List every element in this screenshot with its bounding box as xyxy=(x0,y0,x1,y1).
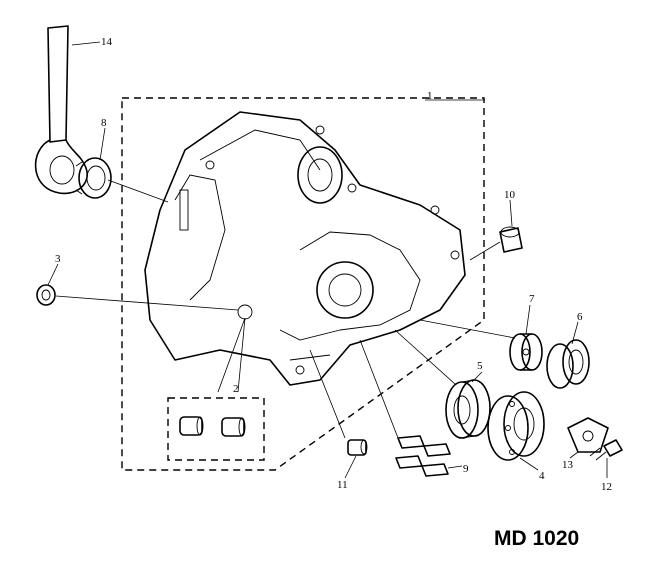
callout-11: 11 xyxy=(337,479,348,491)
callout-13: 13 xyxy=(562,459,574,471)
magnet-pads xyxy=(395,435,451,477)
transmission-housing xyxy=(144,111,466,386)
callout-7: 7 xyxy=(529,293,535,305)
oil-seal xyxy=(75,157,112,199)
bracket xyxy=(567,417,609,453)
callout-5: 5 xyxy=(477,360,483,372)
callout-2: 2 xyxy=(233,383,239,395)
callout-14: 14 xyxy=(101,36,113,48)
callout-6: 6 xyxy=(577,311,583,323)
tool-wrench xyxy=(34,25,89,195)
assembly-boundary xyxy=(121,97,485,471)
bolt xyxy=(589,439,623,461)
callout-3: 3 xyxy=(55,253,61,265)
callout-1: 1 xyxy=(427,90,433,102)
sleeve xyxy=(509,333,543,371)
dowel-group-boundary xyxy=(167,397,265,461)
callout-9: 9 xyxy=(463,463,469,475)
callout-8: 8 xyxy=(101,117,107,129)
callout-12: 12 xyxy=(601,481,612,493)
callout-4: 4 xyxy=(539,470,545,482)
ball-bearing-large xyxy=(487,391,545,461)
ball-bearing-small xyxy=(445,379,491,439)
pin xyxy=(347,439,368,456)
dowel-left xyxy=(179,416,204,436)
diagram-reference-code: MD 1020 xyxy=(494,527,579,550)
dowel-right xyxy=(221,417,246,437)
bush-small xyxy=(499,226,523,253)
callout-10: 10 xyxy=(504,189,516,201)
bush xyxy=(36,284,56,306)
roller-bearing xyxy=(546,339,590,389)
